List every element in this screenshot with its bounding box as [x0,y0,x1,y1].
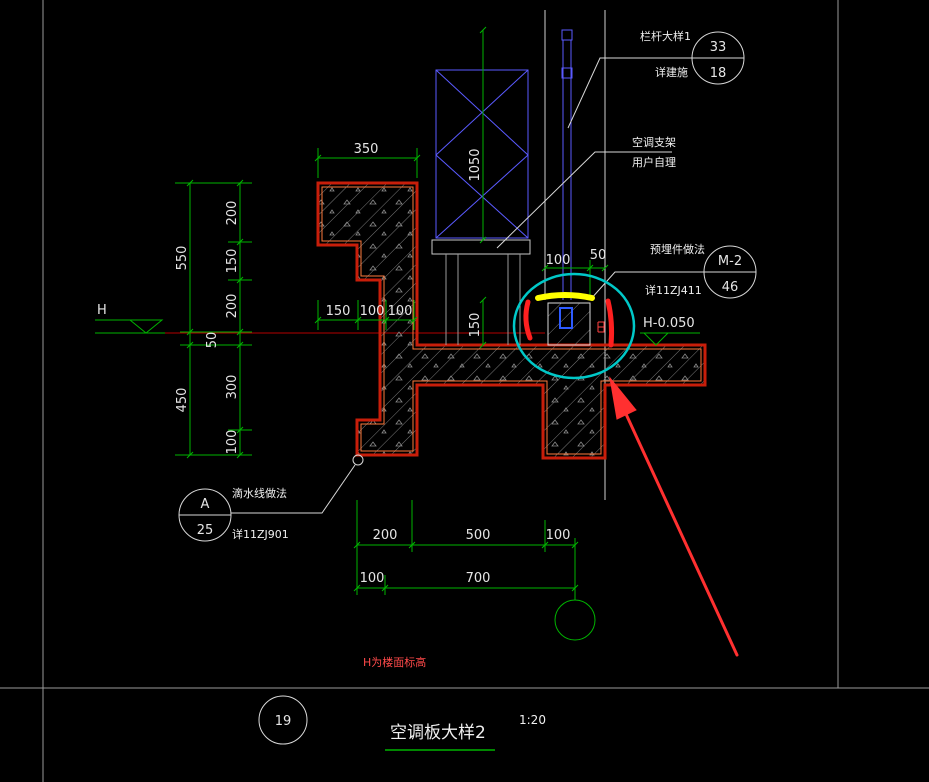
markup-annotations [512,272,739,657]
dim-middle-row-0: 150 [326,304,351,319]
callout-railing: 栏杆大样1 详建施 33 18 [567,29,745,129]
dim-bolt-row-line [541,260,609,300]
callout-railing-detail-no: 33 [710,40,727,55]
callout-embedded-leader [589,271,704,301]
railing-post [562,40,572,300]
callout-railing-label: 栏杆大样1 [640,29,691,43]
dim-middle-row-1: 100 [360,304,385,319]
highlight-red-mark-left [523,299,533,341]
level-marker-floor: H [95,303,165,334]
embedded-bolt [559,307,573,329]
highlight-red-mark-right [605,298,615,348]
callout-drip-label: 滴水线做法 [232,486,287,500]
dim-left-inner-4: 300 [225,375,240,400]
dim-left-inner-1: 150 [225,249,240,274]
concrete-finish-line [321,186,702,455]
red-arrow-head [609,376,637,420]
ac-unit-base [431,239,531,255]
ac-unit-cross-bottom [435,154,529,239]
dimensions: 350 550 450 200 150 200 50 300 100 150 1… [175,26,609,641]
ac-unit-body [435,69,529,239]
bolt-upstand [547,302,591,346]
railing [559,29,573,329]
dim-bottom-row-1-2: 100 [546,528,571,543]
callout-embedded-part: 预埋件做法 详11ZJ411 M-2 46 [589,242,757,301]
title-number: 19 [275,714,292,729]
callout-drip-origin [352,454,364,466]
concrete-aggregate [318,183,705,458]
concrete-section [316,181,707,460]
dim-top-width: 350 [354,142,379,157]
callout-embedded-reference: 详11ZJ411 [645,283,702,297]
small-red-mark [597,321,605,333]
dim-left-outer-1: 450 [175,388,190,413]
dim-left-outer-0: 550 [175,246,190,271]
railing-mid-square [561,67,573,79]
level-marker-slab: H-0.050 [640,316,700,346]
dim-middle-row-2: 100 [388,304,413,319]
callout-drip-leader [231,464,356,514]
dim-bottom-row-2-1: 700 [466,571,491,586]
callout-embedded-label: 预埋件做法 [650,242,705,256]
callout-ac-bracket-line2: 用户自理 [632,155,676,169]
dim-left-inner-0: 200 [225,201,240,226]
ac-unit-legs [445,254,521,345]
callout-embedded-sheet-no: 46 [722,280,739,295]
level-slab-triangle [642,332,670,346]
callout-drip-detail-no: A [201,497,210,512]
dim-left-inner-3: 50 [205,332,220,349]
ac-unit-cross-top [435,69,529,156]
callout-drip-sheet-no: 25 [197,523,214,538]
callout-embedded-detail-no: M-2 [718,254,742,269]
callout-railing-leader [567,57,692,129]
dim-left-inner-line [228,179,252,459]
title-block: 19 空调板大样2 1:20 [258,695,546,751]
dim-left-inner-5: 100 [225,430,240,455]
dim-left-outer-line [175,179,252,459]
callout-ac-bracket: 空调支架 用户自理 [496,135,676,249]
dim-bolt-row-0: 100 [546,253,571,268]
highlight-ellipse [512,272,636,380]
dim-top-width-line [314,148,421,178]
callout-railing-reference: 详建施 [655,65,688,79]
level-floor-triangle [128,319,164,334]
dim-bottom-row-1-1: 500 [466,528,491,543]
railing-top-square [561,29,573,41]
highlight-yellow-stroke [535,292,595,301]
callout-drip-line: 滴水线做法 详11ZJ901 A 25 [178,454,364,542]
dim-unit-height: 1050 [468,148,483,181]
drawing-title: 空调板大样2 [390,723,486,743]
concrete-outline [316,181,707,460]
dim-unit-height-line [479,26,487,349]
dim-bottom-row-1-line [353,500,579,600]
level-floor-label: H [97,303,107,318]
dim-bottom-row-2-0: 100 [360,571,385,586]
callout-ac-bracket-line1: 空调支架 [632,135,676,149]
dim-left-inner-2: 200 [225,294,240,319]
dim-bolt-row-1: 50 [590,248,607,263]
air-conditioner-unit [431,69,531,345]
red-arrow-shaft [624,412,739,657]
dim-bottom-row-1-0: 200 [373,528,398,543]
drawing-scale: 1:20 [519,713,546,727]
callout-drip-reference: 详11ZJ901 [232,527,289,541]
drawing-note: H为楼面标高 [363,655,426,669]
dim-middle-row-line [314,300,418,330]
callout-railing-sheet-no: 18 [710,66,727,81]
title-number-circle [258,695,308,745]
dim-bottom-row-2-line [353,575,579,595]
dim-unit-leg-height: 150 [468,313,483,338]
level-slab-label: H-0.050 [643,316,695,331]
callout-ac-bracket-leader [496,151,672,249]
grid-axis-bubble [554,599,596,641]
